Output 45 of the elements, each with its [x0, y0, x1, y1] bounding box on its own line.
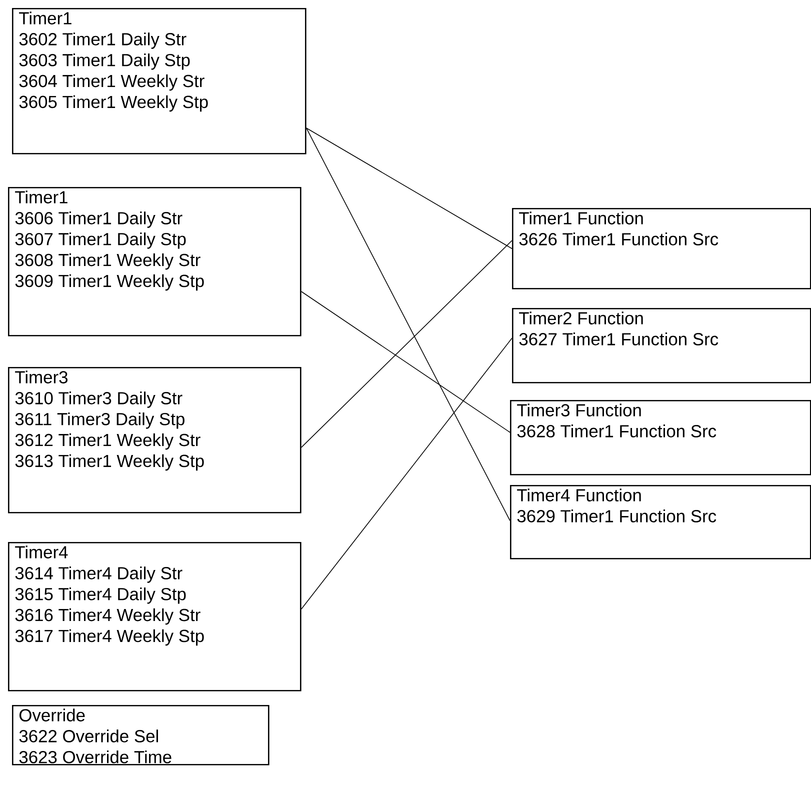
box-text: 3608 Timer1 Weekly Str	[15, 253, 200, 270]
box-text: Timer1 Function	[519, 212, 643, 224]
box-text: Timer3 Function	[517, 404, 641, 416]
box-text: 3609 Timer1 Weekly Stp	[15, 274, 204, 291]
connector-line	[300, 291, 510, 433]
box-text: 3615 Timer4 Daily Stp	[15, 587, 186, 604]
box-text: Timer1	[19, 12, 72, 24]
box-text: 3623 Override Time	[19, 750, 172, 764]
text-box	[8, 367, 302, 514]
box-text: 3617 Timer4 Weekly Stp	[15, 629, 204, 646]
text-box	[510, 400, 811, 476]
box-text: 3626 Timer1 Function Src	[519, 232, 718, 246]
box-text: 3604 Timer1 Weekly Str	[19, 74, 204, 91]
box-text: 3605 Timer1 Weekly Stp	[19, 95, 208, 112]
box-text: 3610 Timer3 Daily Str	[15, 392, 182, 408]
text-box	[12, 705, 270, 766]
text-box	[512, 308, 811, 384]
connector-line	[300, 338, 512, 610]
text-box	[8, 187, 302, 336]
box-text: Timer4 Function	[517, 488, 641, 502]
box-text: 3614 Timer4 Daily Str	[15, 566, 182, 583]
text-box	[12, 8, 306, 154]
connector-line	[306, 128, 510, 522]
box-text: Timer1	[15, 190, 68, 204]
box-text: 3616 Timer4 Weekly Str	[15, 608, 200, 625]
box-text: Timer2 Function	[519, 312, 643, 324]
text-box	[512, 208, 811, 290]
box-text: 3606 Timer1 Daily Str	[15, 212, 182, 228]
box-text: 3602 Timer1 Daily Str	[19, 32, 186, 49]
box-text: 3607 Timer1 Daily Stp	[15, 232, 186, 249]
box-text: 3622 Override Sel	[19, 730, 158, 742]
connector-line	[306, 128, 512, 250]
box-text: Timer4	[15, 546, 68, 558]
text-box	[8, 542, 302, 692]
text-box	[510, 485, 811, 560]
box-text: 3613 Timer1 Weekly Stp	[15, 454, 204, 471]
box-text: 3628 Timer1 Function Src	[517, 424, 716, 438]
box-text: 3629 Timer1 Function Src	[517, 510, 716, 522]
box-text: Override	[19, 708, 85, 722]
connector-line	[300, 240, 512, 448]
box-text: 3612 Timer1 Weekly Str	[15, 433, 200, 450]
box-text: Timer3	[15, 370, 68, 384]
box-text: 3611 Timer3 Daily Stp	[15, 412, 184, 429]
box-text: 3627 Timer1 Function Src	[519, 332, 718, 346]
box-text: 3603 Timer1 Daily Stp	[19, 53, 190, 70]
